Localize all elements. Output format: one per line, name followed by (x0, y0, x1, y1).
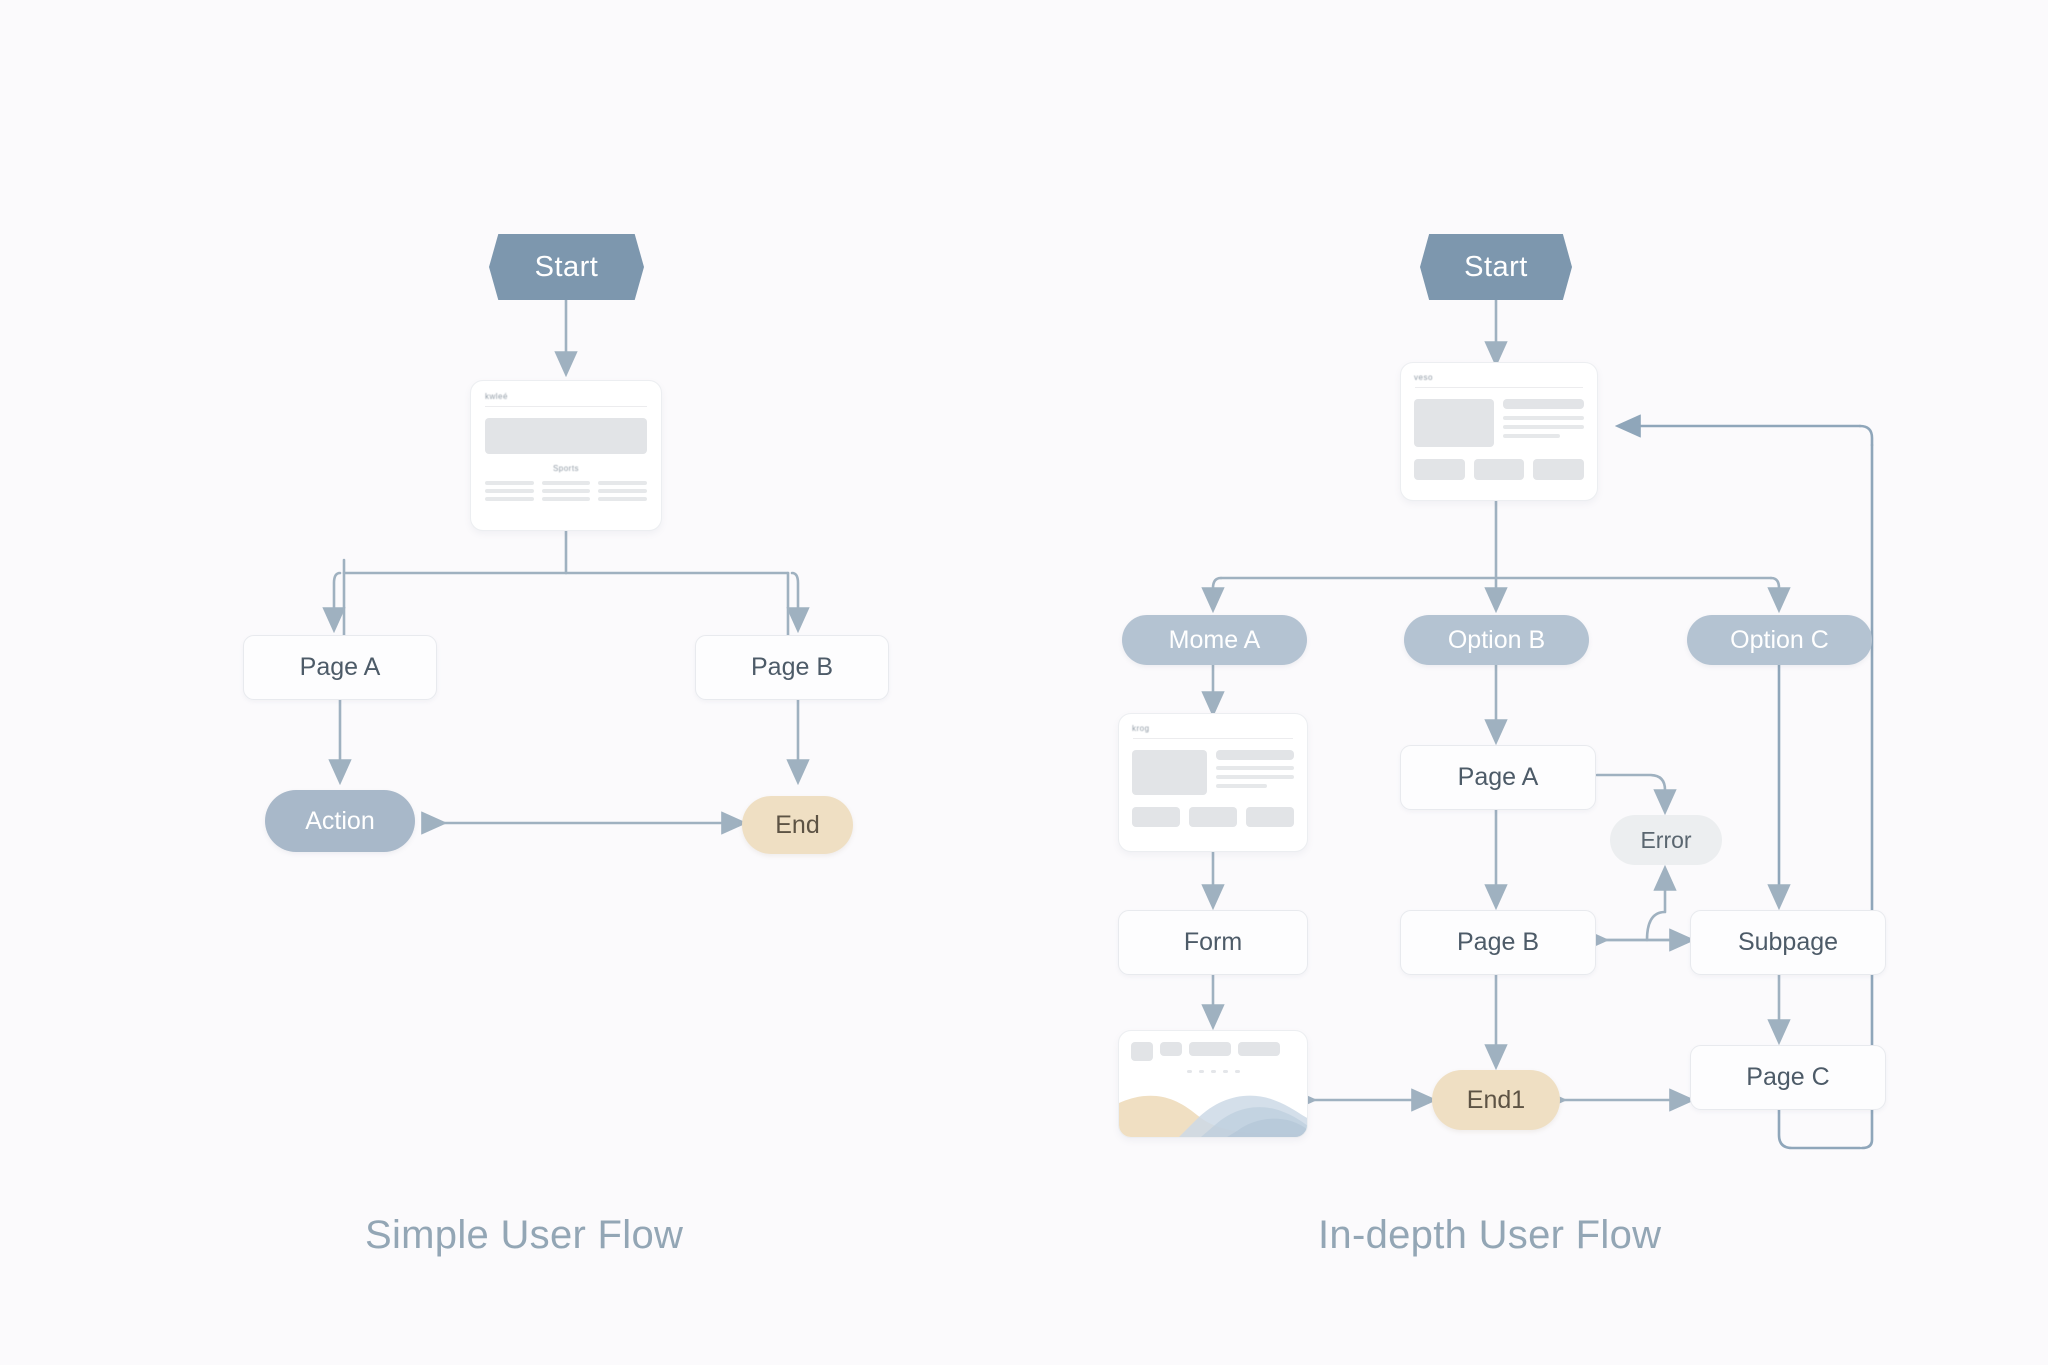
wireframe-tile-block (1189, 807, 1237, 827)
wireframe-text-line (485, 481, 534, 485)
wireframe-text-line (541, 489, 591, 493)
wireframe-image-block (1414, 399, 1494, 447)
wireframe-wave-graphic (1119, 1095, 1307, 1137)
wireframe-text-line (541, 481, 591, 485)
wireframe-nav-block (1238, 1042, 1280, 1056)
node-card-b-wireframe[interactable] (1118, 1030, 1308, 1138)
wireframe-text-line (1216, 766, 1294, 770)
wireframe-text-line (1216, 784, 1267, 788)
wireframe-logo-text: veso (1414, 373, 1433, 382)
node-end-simple[interactable]: End (742, 796, 853, 854)
caption-indepth-user-flow: In-depth User Flow (1318, 1213, 1662, 1257)
node-card-a-wireframe[interactable]: krog (1118, 713, 1308, 852)
wireframe-tile-block (1414, 459, 1465, 480)
node-mome-a[interactable]: Mome A (1122, 615, 1307, 665)
node-start-indepth[interactable]: Start (1420, 234, 1572, 300)
wireframe-tile-block (1533, 459, 1585, 480)
node-form[interactable]: Form (1118, 910, 1308, 975)
node-start-simple[interactable]: Start (489, 234, 644, 300)
wireframe-subtitle-text: Sports (552, 464, 580, 473)
wireframe-tile-block (1132, 807, 1180, 827)
wireframe-text-line (1503, 416, 1584, 420)
wireframe-tile-block (1473, 459, 1525, 480)
node-subpage[interactable]: Subpage (1690, 910, 1886, 975)
wireframe-icon-block (1131, 1042, 1153, 1061)
wireframe-image-block (1132, 750, 1207, 795)
wireframe-logo-text: kwleé (485, 392, 508, 401)
wireframe-divider (1133, 738, 1293, 739)
wireframe-heading-block (1503, 399, 1584, 409)
wireframe-text-line (1503, 434, 1560, 438)
wireframe-nav-block (1189, 1042, 1231, 1056)
wireframe-text-line (541, 497, 591, 501)
node-page-a-simple[interactable]: Page A (243, 635, 437, 700)
wireframe-logo-text: krog (1132, 724, 1150, 733)
wireframe-text-line (1503, 425, 1584, 429)
caption-simple-user-flow: Simple User Flow (365, 1213, 684, 1257)
node-home-wireframe-simple[interactable]: kwleé Sports (470, 380, 662, 531)
wireframe-text-line (598, 481, 648, 485)
wireframe-text-line (598, 489, 648, 493)
wireframe-dot-row (1119, 1070, 1307, 1073)
node-page-c[interactable]: Page C (1690, 1045, 1886, 1110)
node-page-b-simple[interactable]: Page B (695, 635, 889, 700)
wireframe-text-line (598, 497, 648, 501)
node-end1[interactable]: End1 (1432, 1070, 1560, 1130)
node-option-b[interactable]: Option B (1404, 615, 1589, 665)
wireframe-text-line (485, 497, 534, 501)
node-option-c[interactable]: Option C (1687, 615, 1872, 665)
wireframe-icon-block (1160, 1042, 1182, 1056)
wireframe-divider (485, 406, 647, 407)
wireframe-heading-block (1216, 750, 1294, 760)
wireframe-text-line (1216, 775, 1294, 779)
node-page-a-indepth[interactable]: Page A (1400, 745, 1596, 810)
wireframe-tile-block (1246, 807, 1294, 827)
wireframe-divider (1415, 387, 1583, 388)
node-page-b-indepth[interactable]: Page B (1400, 910, 1596, 975)
node-error[interactable]: Error (1610, 815, 1722, 865)
node-action-simple[interactable]: Action (265, 790, 415, 852)
wireframe-text-line (485, 489, 534, 493)
wireframe-hero-block (485, 418, 647, 454)
node-home-wireframe-indepth[interactable]: veso (1400, 362, 1598, 501)
